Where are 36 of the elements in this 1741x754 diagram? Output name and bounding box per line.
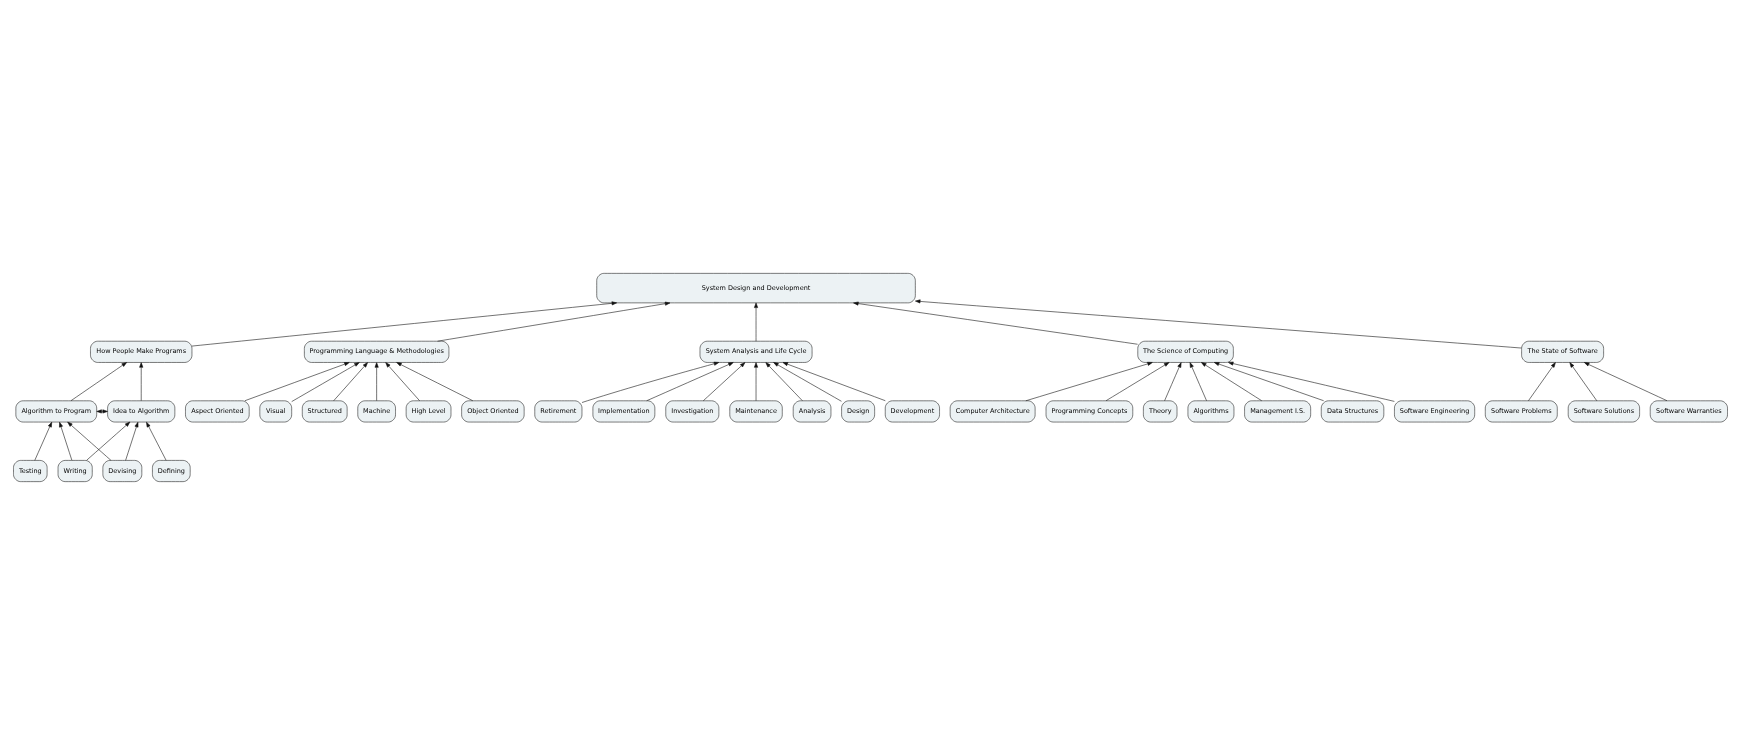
arrow	[385, 361, 420, 401]
arrow	[1025, 361, 1153, 401]
arrow	[70, 361, 127, 401]
arrow	[1105, 361, 1170, 401]
arrow	[67, 421, 112, 461]
arrow	[59, 421, 73, 461]
arrow	[646, 361, 734, 401]
arrow	[1214, 361, 1324, 401]
arrow	[374, 361, 379, 401]
arrow	[191, 300, 617, 346]
arrow	[1201, 361, 1262, 401]
arrow	[1584, 361, 1668, 401]
arrow	[773, 361, 842, 402]
arrow	[291, 361, 360, 402]
arrow	[703, 361, 746, 401]
arrow	[125, 421, 139, 461]
arrow	[782, 361, 886, 401]
arrow	[581, 361, 720, 403]
arrow	[1189, 361, 1207, 401]
arrow	[1528, 361, 1556, 401]
arrow	[396, 361, 474, 401]
arrow	[146, 421, 167, 461]
arrow	[244, 361, 350, 401]
arrow	[333, 361, 368, 401]
arrow	[765, 361, 803, 401]
arrow	[34, 421, 53, 461]
arrow	[86, 421, 131, 461]
arrow	[139, 361, 144, 401]
arrow	[1164, 361, 1182, 401]
arrow	[1569, 361, 1598, 401]
arrow	[437, 301, 671, 341]
arrow	[754, 361, 758, 401]
arrow	[1228, 361, 1395, 402]
arrow	[915, 299, 1522, 348]
arrow	[754, 302, 758, 341]
arrow	[853, 301, 1138, 345]
